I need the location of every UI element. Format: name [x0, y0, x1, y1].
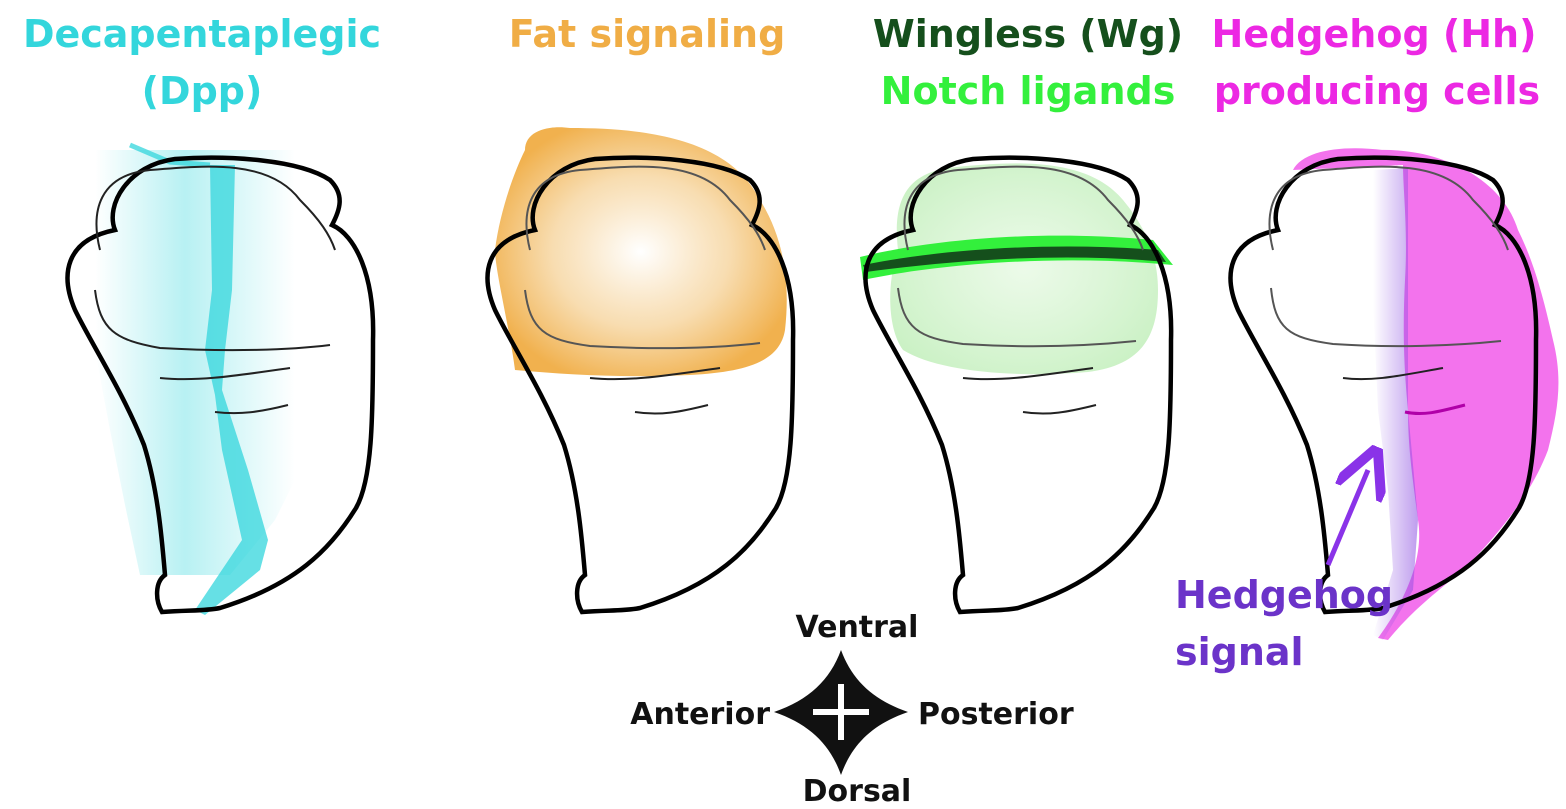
wg-notum-fold: [1023, 405, 1096, 414]
fat-notum-fold: [635, 405, 708, 414]
hh-signal-label-line1: Hedgehog: [1175, 573, 1393, 617]
dpp-title-line2: (Dpp): [142, 69, 263, 113]
hh-signal-label-line2: signal: [1175, 630, 1304, 674]
axis-label-dorsal: Dorsal: [803, 774, 912, 809]
axis-label-ventral: Ventral: [796, 610, 919, 645]
panel-fat: Fat signaling: [488, 12, 794, 612]
fat-title: Fat signaling: [509, 12, 786, 56]
dpp-title-line1: Decapentaplegic: [23, 12, 381, 56]
hh-title-line1: Hedgehog (Hh): [1212, 12, 1537, 56]
axis-label-posterior: Posterior: [918, 697, 1074, 732]
axis-compass: Ventral Dorsal Anterior Posterior: [630, 610, 1074, 809]
wg-title-line1: Wingless (Wg): [873, 12, 1183, 56]
panel-hh: Hedgehog (Hh) producing cells Hedgehog s…: [1175, 12, 1558, 674]
hh-posterior-region: [1293, 148, 1558, 640]
wg-title-line2: Notch ligands: [881, 69, 1176, 113]
axis-label-anterior: Anterior: [630, 697, 770, 732]
hh-title-line2: producing cells: [1214, 69, 1540, 113]
fat-gradient-region: [495, 127, 787, 376]
panel-dpp: Decapentaplegic (Dpp): [23, 12, 381, 615]
dpp-gradient-band: [95, 150, 295, 575]
compass-cross-vertical: [838, 684, 844, 740]
hh-signal-arrow: [1328, 470, 1368, 565]
panel-wg: Wingless (Wg) Notch ligands: [860, 12, 1183, 612]
